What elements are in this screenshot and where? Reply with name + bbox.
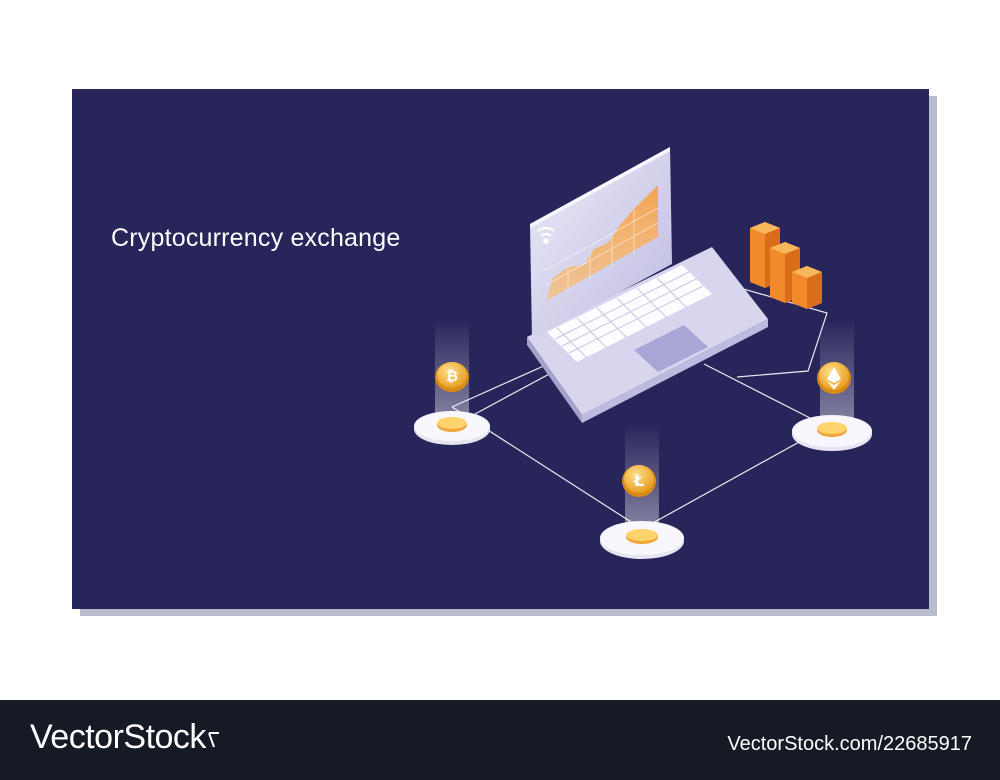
footer-bar: VectorStock VectorStock.com/22685917 <box>0 700 1000 780</box>
svg-text:₿: ₿ <box>446 367 458 385</box>
laptop-icon <box>527 147 768 423</box>
vectorstock-logo: VectorStock <box>30 718 220 757</box>
wifi-icon <box>537 227 555 244</box>
bitcoin-station: ₿ <box>414 319 490 445</box>
litecoin-station: Ł <box>600 424 684 559</box>
trackpad <box>634 325 708 372</box>
litecoin-coin-icon: Ł <box>622 465 656 497</box>
bar-chart-icon <box>750 222 822 309</box>
card-title: Cryptocurrency exchange <box>111 224 401 252</box>
stock-id: VectorStock.com/22685917 <box>727 733 972 755</box>
brand-mark-icon <box>207 732 219 748</box>
bitcoin-coin-icon: ₿ <box>435 362 469 392</box>
screen-chart <box>546 185 658 303</box>
crypto-illustration: ₿ Ł <box>414 147 872 559</box>
ethereum-coin-icon <box>817 362 851 394</box>
hero-card: Cryptocurrency exchange <box>72 89 929 609</box>
ethereum-station <box>792 319 872 451</box>
keyboard <box>547 265 712 362</box>
brand-name: VectorStock <box>30 718 206 756</box>
bar-3 <box>792 266 822 309</box>
svg-text:Ł: Ł <box>633 471 644 490</box>
